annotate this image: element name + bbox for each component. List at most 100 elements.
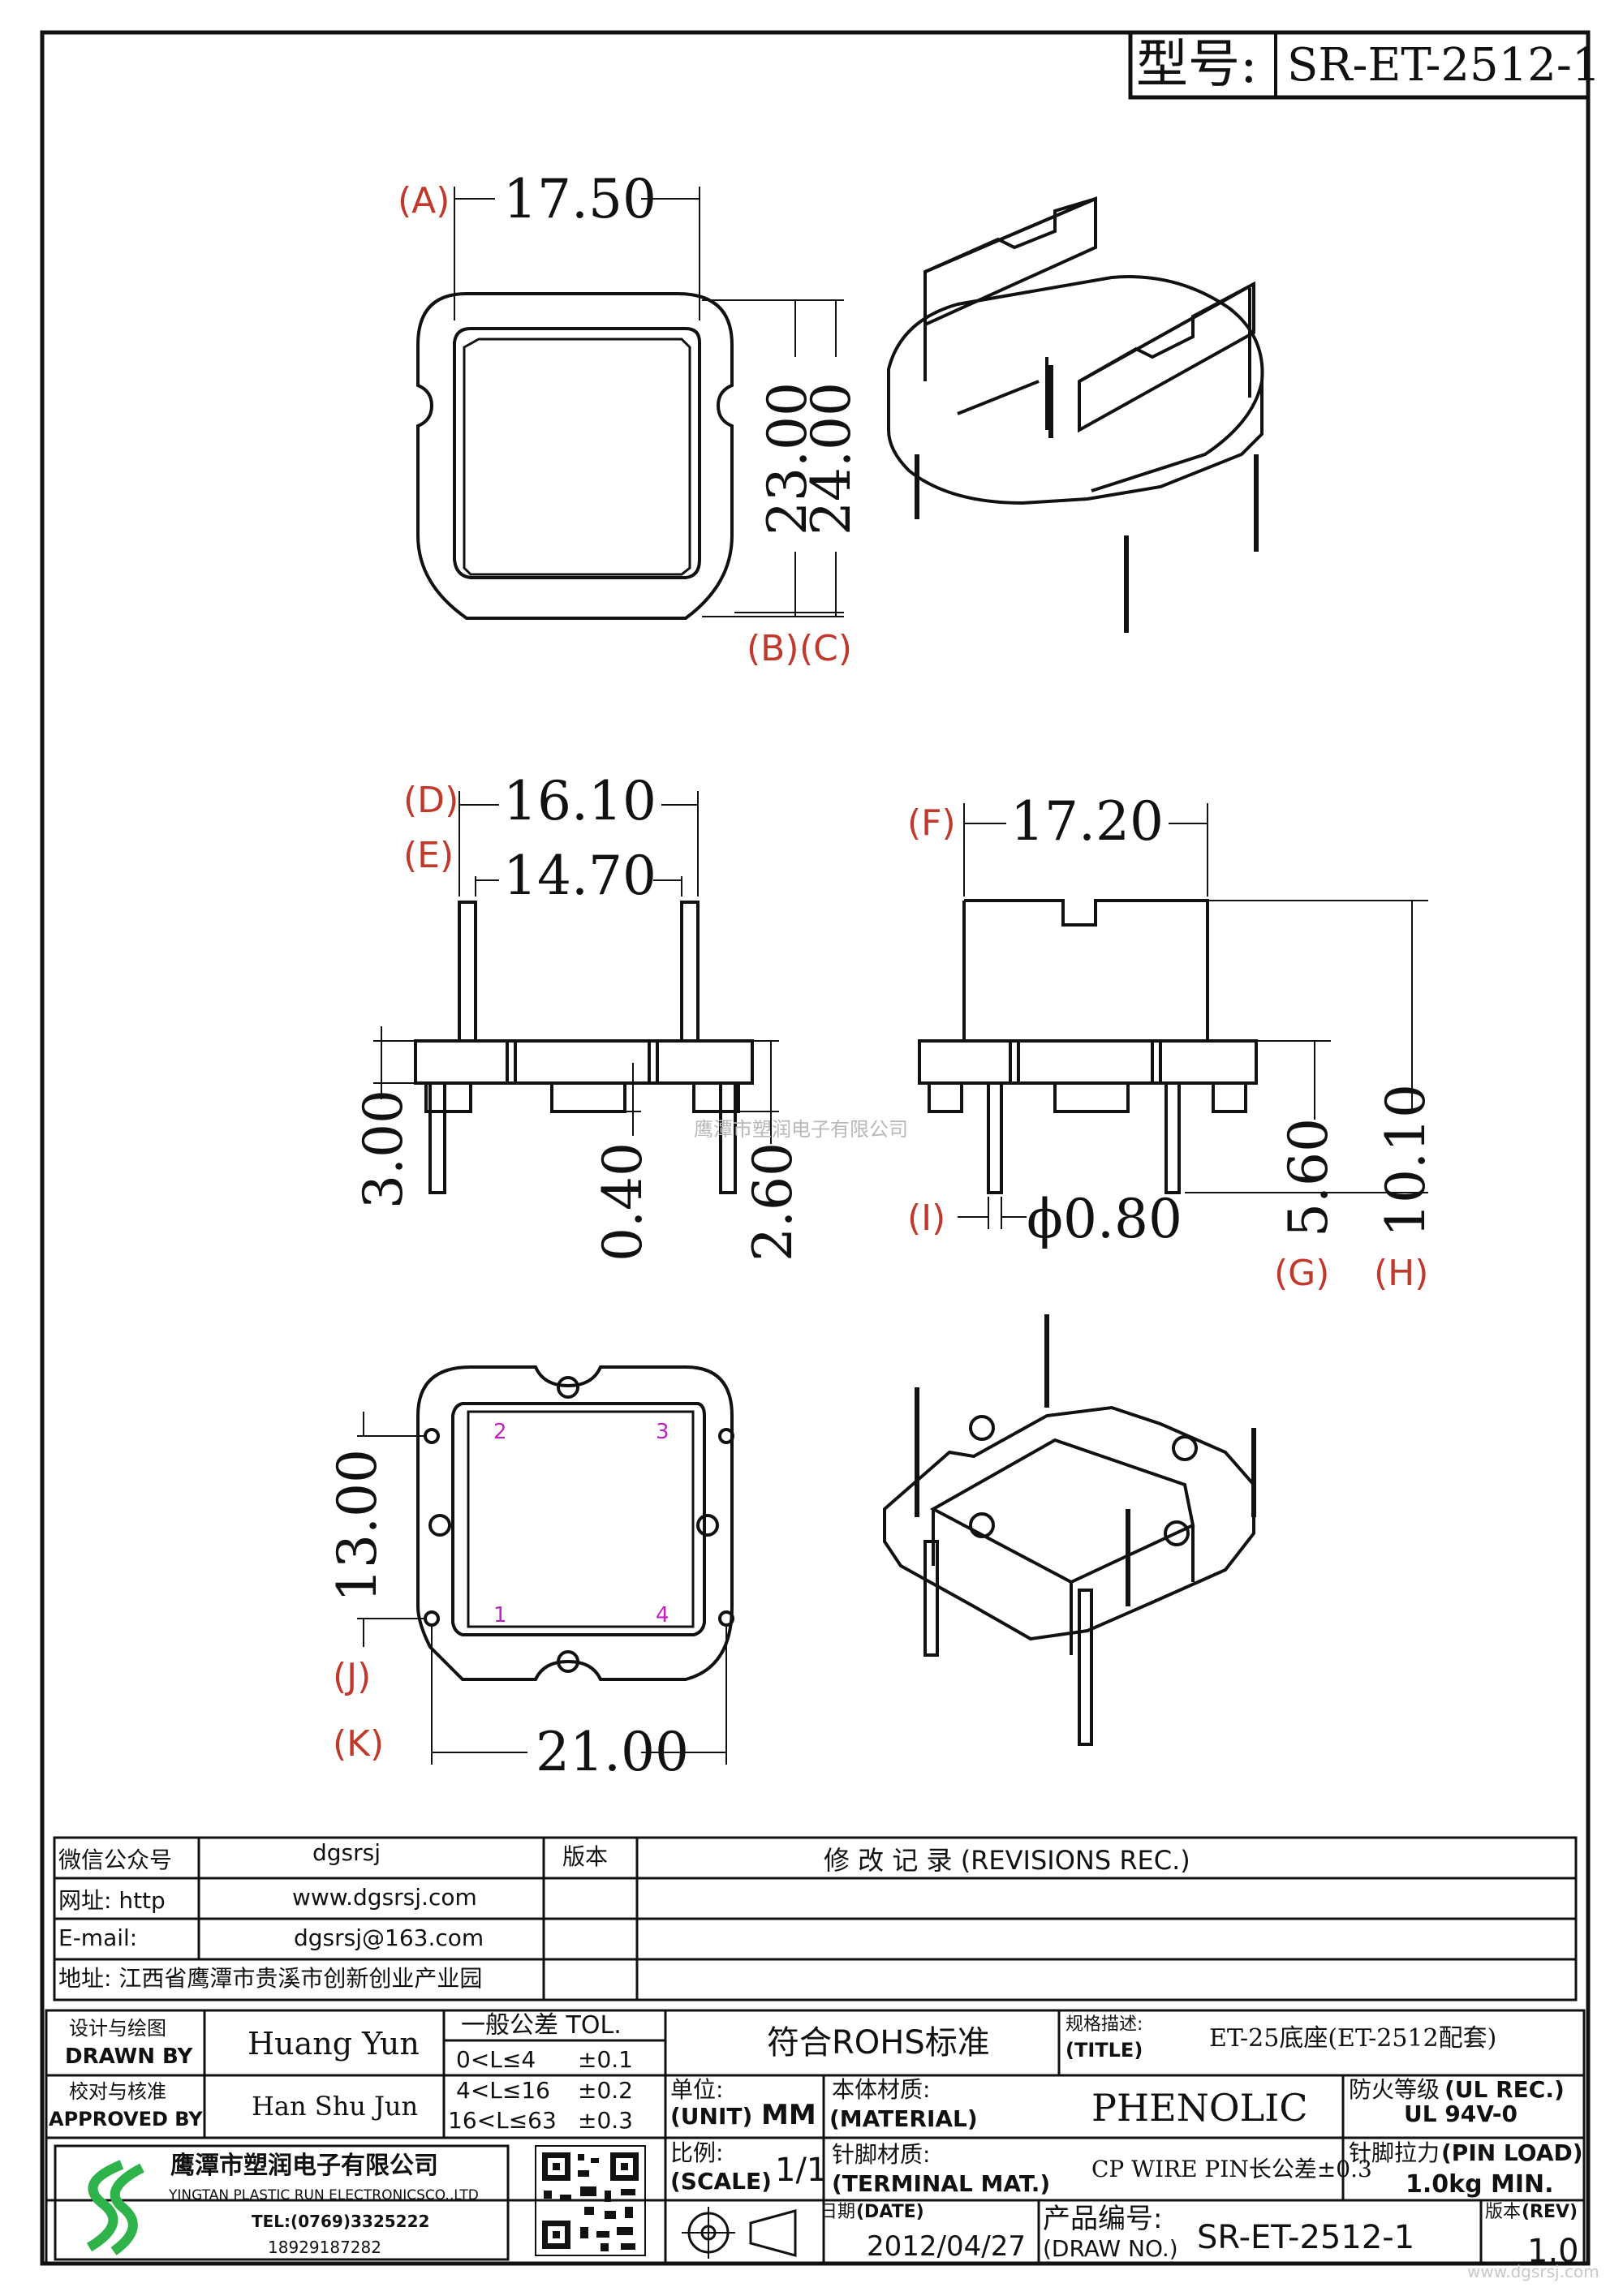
date-label-cn: 日期 — [820, 2202, 856, 2222]
label-c: (C) — [799, 628, 853, 669]
model-label: 型号: — [1136, 35, 1258, 95]
label-g: (G) — [1274, 1253, 1330, 1294]
approved-en: APPROVED BY — [49, 2108, 203, 2130]
wechat-label: 微信公众号 — [58, 1847, 173, 1873]
bottom-view — [357, 1365, 734, 1765]
company-mobile: 18929187282 — [268, 2238, 381, 2257]
title-block-lines — [45, 2009, 1586, 2265]
pin-number-3: 3 — [656, 1420, 669, 1444]
dim-j: 13.00 — [326, 1449, 389, 1602]
pin-number-1: 1 — [493, 1603, 507, 1627]
side-view — [918, 803, 1428, 1229]
company-tel: TEL:(0769)3325222 — [252, 2212, 430, 2231]
label-i: (I) — [907, 1197, 946, 1239]
drawn-by-cn: 设计与绘图 — [69, 2017, 166, 2040]
unit-label-en: (UNIT) — [670, 2103, 753, 2130]
web-label: 网址: http — [58, 1887, 166, 1914]
wechat-value: dgsrsj — [312, 1839, 381, 1866]
revisions-title: 修 改 记 录 (REVISIONS REC.) — [824, 1845, 1190, 1876]
web-value: www.dgsrsj.com — [292, 1884, 477, 1911]
dim-a: 17.50 — [503, 168, 657, 230]
footer-url: www.dgsrsj.com — [1467, 2262, 1599, 2281]
label-f: (F) — [907, 802, 956, 844]
dim-pin-length: 2.60 — [742, 1142, 804, 1262]
dim-i: ϕ0.80 — [1027, 1188, 1182, 1250]
label-b: (B) — [747, 628, 799, 669]
approved-cn: 校对与核准 — [69, 2080, 166, 2103]
info-table-lines — [53, 1836, 1578, 2001]
tolerance-title: 一般公差 TOL. — [461, 2011, 622, 2040]
dim-pin-below: 3.00 — [352, 1090, 415, 1209]
draw-no-value: SR-ET-2512-1 — [1197, 2219, 1415, 2256]
model-number: SR-ET-2512-1 — [1287, 39, 1601, 92]
material-label-cn: 本体材质: — [832, 2076, 931, 2103]
tol-value-1: ±0.1 — [578, 2046, 633, 2073]
tol-value-2: ±0.2 — [578, 2077, 633, 2104]
label-d: (D) — [403, 780, 459, 821]
label-k: (K) — [333, 1723, 385, 1765]
approved-name: Han Shu Jun — [252, 2091, 419, 2122]
dim-e: 14.70 — [503, 845, 657, 907]
title-label-en: (TITLE) — [1065, 2039, 1143, 2062]
label-h: (H) — [1374, 1253, 1429, 1294]
email-value: dgsrsj@163.com — [294, 1924, 484, 1951]
tol-range-1: 0<L≤4 — [456, 2046, 536, 2073]
dim-g: 5.60 — [1277, 1118, 1340, 1237]
address: 地址: 江西省鹰潭市贵溪市创新创业产业园 — [58, 1965, 483, 1992]
iso-view-bottom — [883, 1314, 1256, 1746]
drawn-by-name: Huang Yun — [248, 2026, 420, 2062]
tol-value-3: ±0.3 — [578, 2107, 633, 2134]
email-label: E-mail: — [58, 1924, 138, 1951]
scale-value: 1/1 — [775, 2152, 828, 2189]
qr-code — [542, 2152, 639, 2251]
front-view — [373, 791, 779, 1194]
company-logo-mark — [86, 2160, 144, 2255]
dim-gap: 0.40 — [592, 1142, 654, 1262]
label-a: (A) — [398, 180, 450, 221]
pin-load-en: (PIN LOAD) — [1441, 2139, 1583, 2166]
pin-load-value: 1.0kg MIN. — [1406, 2170, 1554, 2199]
pin-number-2: 2 — [493, 1420, 507, 1444]
terminal-label-cn: 针脚材质: — [832, 2141, 931, 2168]
dim-h: 10.10 — [1375, 1084, 1437, 1237]
company-name-en: YINGTAN PLASTIC RUN ELECTRONICSCO.,LTD — [169, 2187, 479, 2204]
terminal-value: CP WIRE PIN长公差±0.3 — [1091, 2156, 1372, 2182]
draw-no-label-en: (DRAW NO.) — [1043, 2235, 1178, 2262]
rohs-compliance: 符合ROHS标准 — [767, 2024, 990, 2062]
rev-value: 1.0 — [1527, 2233, 1579, 2270]
watermark-text: 鹰潭市塑润电子有限公司 — [694, 1118, 908, 1141]
pin-load-cn: 针脚拉力 — [1349, 2139, 1440, 2166]
scale-label-en: (SCALE) — [670, 2168, 772, 2195]
material-label-en: (MATERIAL) — [829, 2105, 978, 2132]
drawn-by-en: DRAWN BY — [65, 2044, 193, 2069]
fire-rating-value: UL 94V-0 — [1404, 2100, 1518, 2127]
dim-d: 16.10 — [503, 770, 657, 832]
version-column-label: 版本 — [562, 1843, 609, 1870]
material-value: PHENOLIC — [1091, 2086, 1308, 2130]
pin-number-4: 4 — [656, 1603, 669, 1627]
unit-value: MM — [761, 2099, 816, 2131]
fire-rating-cn: 防火等级 — [1349, 2076, 1440, 2103]
iso-view-top — [887, 196, 1264, 633]
rev-label-en: (REV) — [1522, 2202, 1578, 2222]
date-value: 2012/04/27 — [867, 2230, 1026, 2263]
draw-no-label-cn: 产品编号: — [1043, 2203, 1163, 2235]
tol-range-2: 4<L≤16 — [456, 2077, 550, 2104]
top-view — [416, 187, 844, 620]
terminal-label-en: (TERMINAL MAT.) — [832, 2170, 1051, 2197]
label-j: (J) — [333, 1656, 372, 1697]
rev-label-cn: 版本 — [1485, 2202, 1522, 2222]
dim-c: 24.00 — [800, 382, 863, 535]
company-name-cn: 鹰潭市塑润电子有限公司 — [170, 2152, 438, 2180]
date-label-en: (DATE) — [856, 2202, 924, 2222]
title-value: ET-25底座(ET-2512配套) — [1209, 2024, 1497, 2053]
fire-rating-en: (UL REC.) — [1444, 2076, 1565, 2103]
dim-k: 21.00 — [536, 1721, 689, 1783]
tol-range-3: 16<L≤63 — [448, 2107, 557, 2134]
title-label-cn: 规格描述: — [1065, 2014, 1143, 2035]
label-e: (E) — [403, 835, 454, 876]
unit-label-cn: 单位: — [670, 2076, 724, 2103]
scale-label-cn: 比例: — [670, 2139, 724, 2166]
dim-f: 17.20 — [1010, 790, 1164, 853]
